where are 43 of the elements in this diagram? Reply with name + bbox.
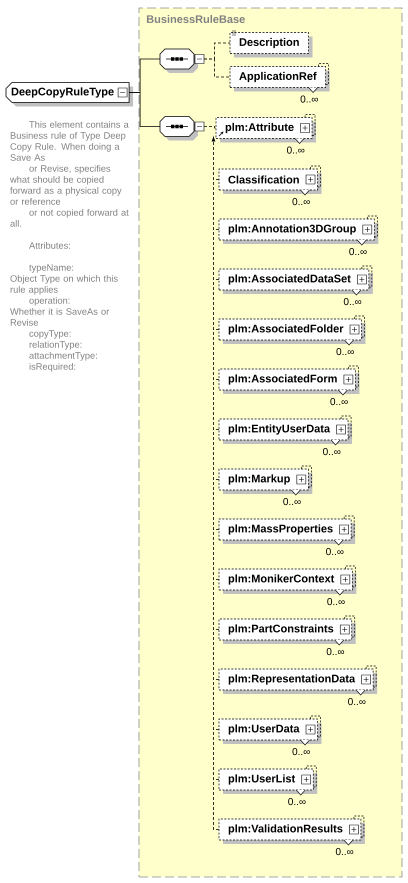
cardinality-label: 0..∞	[349, 248, 367, 256]
cardinality-label: 0..∞	[326, 648, 344, 656]
cardinality-label: 0..∞	[348, 698, 366, 706]
cardinality-label: 0..∞	[330, 398, 348, 406]
element-box: Description	[230, 32, 312, 58]
documentation-text: typeName:	[29, 264, 74, 273]
element-box: plm:AssociatedFolder	[218, 316, 366, 346]
documentation-text: copyType:	[29, 330, 71, 339]
cardinality-label: 0..∞	[283, 498, 301, 506]
documentation-text: relationType:	[30, 340, 82, 350]
cardinality-label: 0..∞	[300, 96, 318, 103]
element-box: plm:UserData	[218, 716, 322, 746]
element-box: plm:RepresentationData	[218, 666, 378, 696]
element-box: plm:Annotation3DGroup	[218, 216, 378, 246]
element-box: Classification	[218, 166, 322, 196]
documentation-text: Attributes:	[29, 242, 70, 249]
cardinality-label: 0..∞	[327, 598, 345, 606]
element-box: plm:ValidationResults	[218, 816, 365, 846]
cardinality-label: 0..∞	[287, 146, 304, 154]
documentation-text: isRequired:	[30, 362, 76, 372]
cardinality-label: 0..∞	[336, 848, 354, 856]
connector-line	[204, 58, 230, 78]
cardinality-label: 0..∞	[323, 448, 340, 456]
element-box: plm:EntityUserData	[218, 416, 352, 446]
element-box: plm:PartConstraints	[218, 616, 356, 646]
element-box: plm:AssociatedDataSet	[218, 266, 373, 296]
element-box: plm:MassProperties	[218, 516, 356, 546]
root-element-box: DeepCopyRuleType	[6, 82, 134, 106]
connector-line	[204, 126, 216, 128]
connector-line	[128, 92, 160, 127]
documentation-text: or not copied forward at all.	[10, 208, 129, 227]
element-box: ApplicationRef	[230, 63, 330, 93]
documentation-text: operation:	[29, 296, 70, 306]
cardinality-label: 0..∞	[326, 548, 344, 556]
documentation-text: attachmentType:	[29, 352, 97, 361]
cardinality-label: 0..∞	[292, 748, 310, 756]
arrow	[212, 136, 220, 830]
element-box: plm:MonikerContext	[218, 566, 356, 596]
cardinality-label: 0..∞	[288, 798, 306, 806]
element-box: plm:AssociatedForm	[218, 366, 360, 396]
cardinality-label: 0..∞	[336, 348, 354, 356]
cardinality-label: 0..∞	[292, 198, 310, 206]
cardinality-label: 0..∞	[344, 298, 362, 306]
